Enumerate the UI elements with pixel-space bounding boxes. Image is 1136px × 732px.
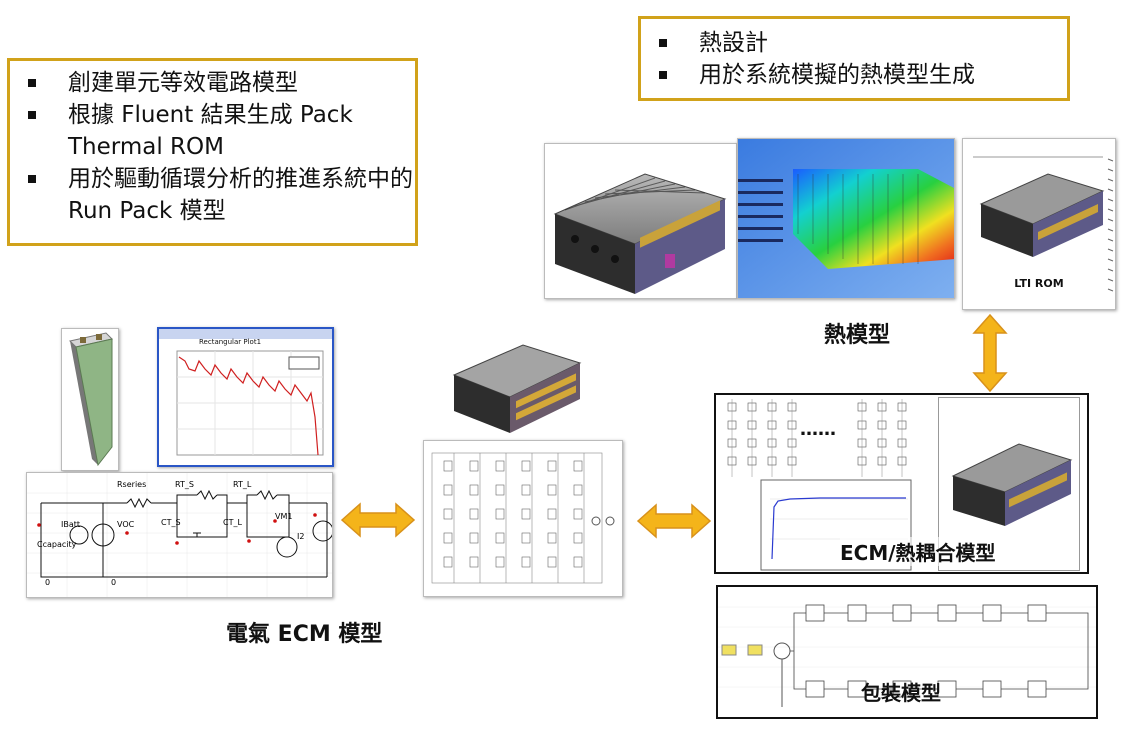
callout-right: 熱設計 用於系統模擬的熱模型生成	[638, 16, 1070, 101]
package-model-panel: 包裝模型	[716, 585, 1098, 719]
callout-left-item: 用於驅動循環分析的推進系統中的 Run Pack 模型	[10, 163, 415, 227]
callout-right-item: 用於系統模擬的熱模型生成	[641, 59, 1067, 91]
callout-left: 創建單元等效電路模型 根據 Fluent 結果生成 Pack Thermal R…	[7, 58, 418, 246]
ct-l-label: CT_L	[223, 518, 242, 527]
ct-s-label: CT_S	[161, 518, 181, 527]
pack-schematic	[423, 440, 623, 597]
electrical-model-caption: 電氣 ECM 模型	[226, 622, 383, 647]
callout-right-item: 熱設計	[641, 27, 1067, 59]
coupled-model-panel: …… ECM/熱耦合模型	[714, 393, 1089, 574]
ground-label: 0	[45, 578, 50, 587]
vm1-label: VM1	[275, 512, 292, 521]
ccapacity-label: Ccapacity	[37, 540, 77, 549]
voc-label: VOC	[117, 520, 135, 529]
lti-rom-panel: LTI ROM	[962, 138, 1116, 310]
horizontal-double-arrow-right	[636, 503, 712, 539]
package-model-caption: 包裝模型	[861, 681, 941, 705]
ecm-circuit-diagram: Rseries RT_S RT_L CT_S CT_L VOC IBatt Cc…	[26, 472, 334, 598]
rt-l-label: RT_L	[233, 480, 252, 489]
lti-rom-label: LTI ROM	[1014, 277, 1064, 290]
callout-left-item: 根據 Fluent 結果生成 Pack Thermal ROM	[10, 99, 415, 163]
vertical-double-arrow	[972, 313, 1008, 393]
battery-pack-render	[544, 143, 737, 299]
cell-render	[61, 328, 119, 471]
horizontal-double-arrow-left	[340, 502, 416, 538]
chart-title: Rectangular Plot1	[199, 338, 262, 346]
ground-label: 0	[111, 578, 116, 587]
chart-window: Rectangular Plot1	[157, 327, 334, 467]
i2-label: I2	[297, 532, 304, 541]
battery-pack-render-middle	[448, 325, 588, 437]
ellipsis-label: ……	[800, 419, 836, 440]
callout-left-item: 創建單元等效電路模型	[10, 67, 415, 99]
rseries-label: Rseries	[117, 480, 146, 489]
coupled-model-caption: ECM/熱耦合模型	[840, 537, 996, 566]
ibatt-label: IBatt	[61, 520, 80, 529]
rt-s-label: RT_S	[175, 480, 194, 489]
cfd-thermal-render	[737, 138, 955, 299]
thermal-model-caption: 熱模型	[824, 323, 891, 348]
